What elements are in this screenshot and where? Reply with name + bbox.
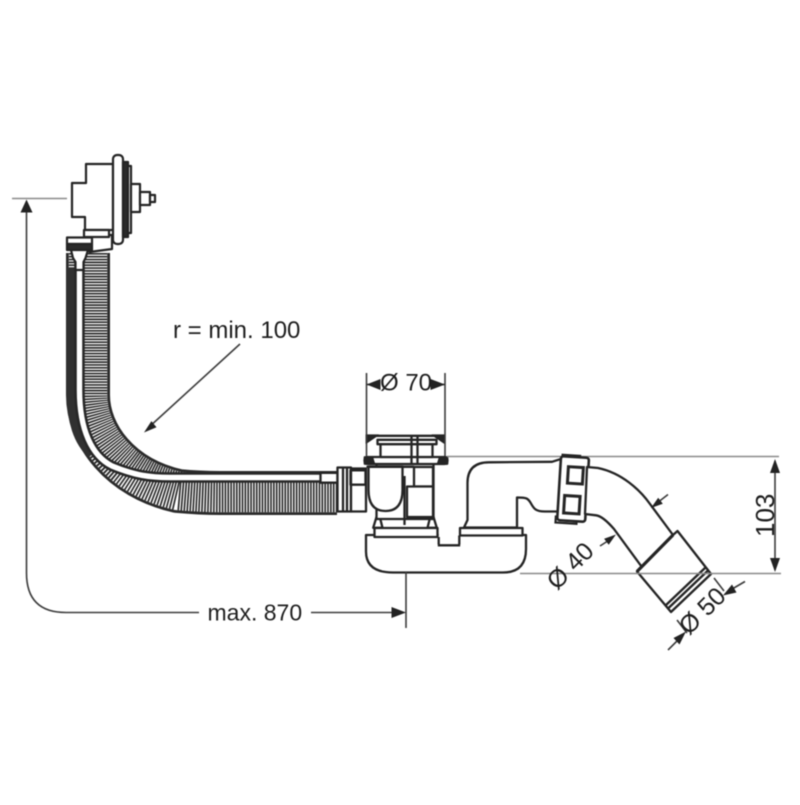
- svg-text:103: 103: [750, 494, 780, 537]
- svg-text:r = min. 100: r = min. 100: [173, 317, 300, 344]
- svg-text:max. 870: max. 870: [208, 600, 303, 626]
- svg-text:Ø 70: Ø 70: [380, 370, 432, 397]
